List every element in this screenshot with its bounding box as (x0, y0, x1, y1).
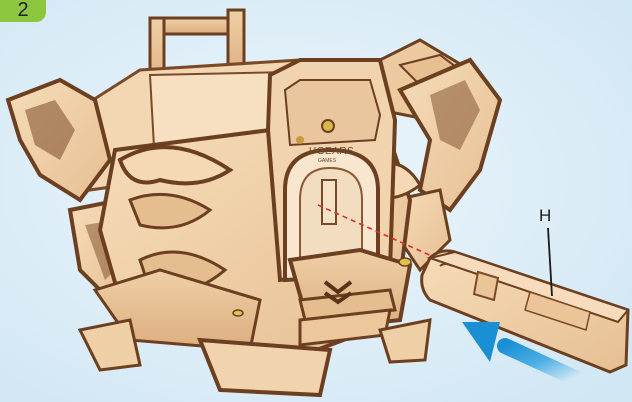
part-label: H (539, 206, 551, 226)
right-ornament (395, 60, 500, 270)
brand-logo-text: UGEARS (309, 146, 354, 157)
central-arch (268, 60, 395, 280)
brand-logo-subtext: GAMES (318, 158, 336, 164)
